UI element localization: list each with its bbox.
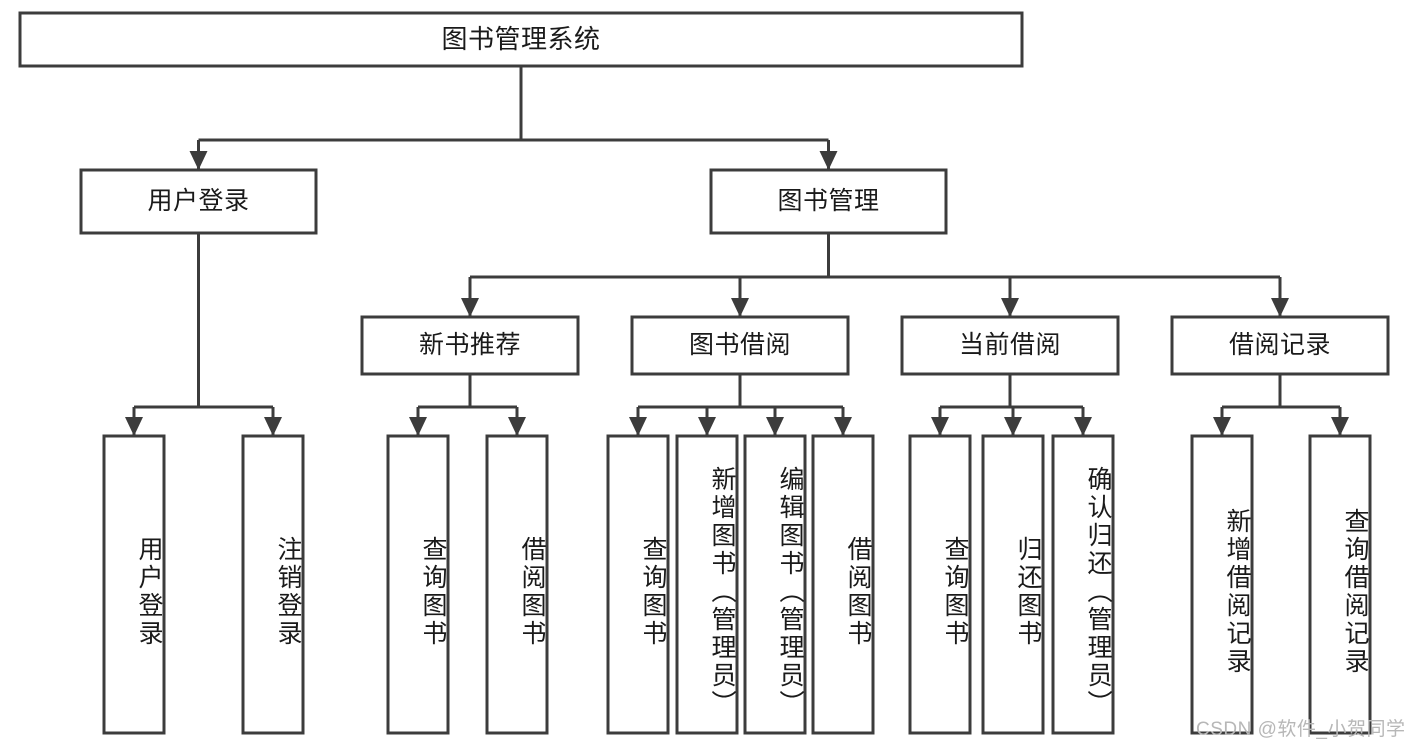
node-box-leaf-add-book-admin[interactable] [675,434,739,735]
arrow-head-icon [1271,298,1289,317]
arrow-head-icon [264,417,282,436]
arrow-head-icon [1331,417,1349,436]
arrow-head-icon [125,417,143,436]
node-box-leaf-confirm-return-admin[interactable] [1051,434,1115,735]
arrow-head-icon [819,151,838,170]
node-box-book-borrow[interactable] [630,315,850,376]
arrow-head-icon [1001,298,1019,317]
node-box-leaf-edit-book-admin[interactable] [743,434,807,735]
node-box-leaf-query-book-borrow[interactable] [606,434,670,735]
arrow-head-icon [834,417,852,436]
watermark-text: CSDN @软件_小贺同学 [1196,719,1405,740]
arrow-head-icon [409,417,427,436]
node-box-leaf-query-book-recommend[interactable] [386,434,450,735]
node-box-leaf-borrow-book[interactable] [811,434,875,735]
node-box-leaf-query-borrow-record[interactable] [1308,434,1372,735]
node-box-user-login[interactable] [79,168,318,235]
arrow-head-icon [698,417,716,436]
arrow-head-icon [1004,417,1022,436]
node-box-new-book-recommend[interactable] [360,315,580,376]
arrow-head-icon [629,417,647,436]
node-box-leaf-borrow-book-recommend[interactable] [485,434,549,735]
node-box-borrow-record[interactable] [1170,315,1390,376]
node-box-leaf-add-borrow-record[interactable] [1190,434,1254,735]
node-box-book-management[interactable] [709,168,948,235]
arrow-head-icon [1213,417,1231,436]
node-box-current-borrow[interactable] [900,315,1120,376]
node-box-leaf-logout-login[interactable] [241,434,305,735]
arrow-head-icon [766,417,784,436]
arrow-head-icon [508,417,526,436]
node-box-leaf-user-login[interactable] [102,434,166,735]
node-box-root[interactable] [18,11,1024,68]
node-box-leaf-return-book[interactable] [981,434,1045,735]
arrow-head-icon [731,298,749,317]
node-box-leaf-query-book-current[interactable] [908,434,972,735]
arrow-head-icon [1074,417,1092,436]
arrow-head-icon [931,417,949,436]
arrow-head-icon [189,151,208,170]
arrow-head-icon [461,298,479,317]
